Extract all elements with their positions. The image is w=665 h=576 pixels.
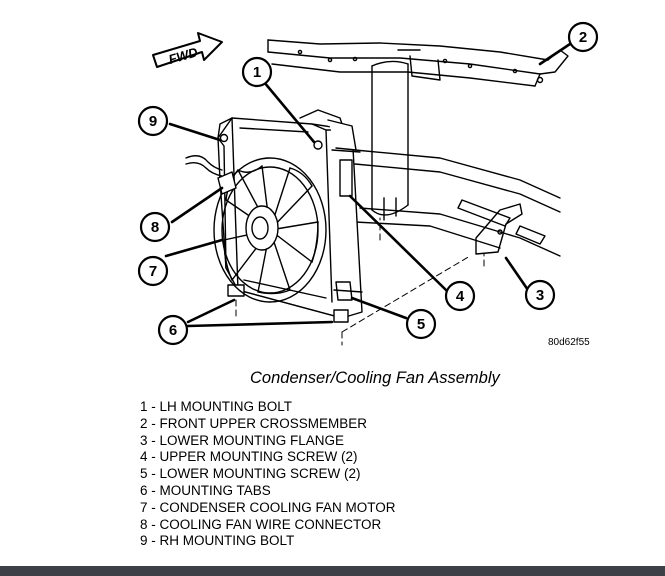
reference-code: 80d62f55: [548, 337, 590, 348]
legend-item: 6 - MOUNTING TABS: [140, 482, 271, 498]
fwd-label: FWD: [167, 44, 200, 67]
lower-mounting-flange: [475, 203, 523, 255]
parts-legend: 1 - LH MOUNTING BOLT 2 - FRONT UPPER CRO…: [140, 399, 396, 550]
svg-text:5: 5: [417, 316, 425, 333]
svg-text:4: 4: [456, 288, 465, 305]
callout-8: 8: [139, 211, 171, 243]
lower-rail: [354, 149, 561, 257]
svg-text:8: 8: [151, 219, 159, 236]
bottom-bar: [0, 566, 665, 576]
callout-4: 4: [444, 280, 476, 312]
svg-text:7: 7: [149, 263, 157, 280]
legend-item: 9 - RH MOUNTING BOLT: [140, 533, 295, 549]
condenser-shroud: [217, 109, 363, 323]
condenser-fan-diagram: FWD: [137, 21, 599, 348]
cooling-fan: [213, 157, 327, 303]
callout-5: 5: [405, 308, 437, 340]
mounting-bolts: [219, 133, 323, 150]
callout-3: 3: [524, 279, 556, 311]
vertical-support: [371, 60, 409, 221]
legend-item: 1 - LH MOUNTING BOLT: [140, 399, 293, 414]
svg-text:1: 1: [253, 64, 261, 81]
upper-crossmember: [267, 39, 569, 87]
legend-item: 5 - LOWER MOUNTING SCREW (2): [140, 466, 361, 482]
callout-2: 2: [567, 21, 599, 53]
fwd-arrow: FWD: [152, 32, 223, 68]
figure-caption: Condenser/Cooling Fan Assembly: [250, 369, 500, 387]
callout-1: 1: [241, 56, 273, 88]
legend-item: 8 - COOLING FAN WIRE CONNECTOR: [140, 516, 382, 532]
svg-text:2: 2: [579, 29, 587, 46]
legend-item: 3 - LOWER MOUNTING FLANGE: [140, 432, 345, 448]
svg-text:6: 6: [169, 322, 177, 339]
svg-text:3: 3: [536, 287, 544, 304]
legend-item: 2 - FRONT UPPER CROSSMEMBER: [140, 415, 368, 431]
callout-7: 7: [137, 255, 169, 287]
reference-lines: [235, 217, 485, 346]
svg-text:9: 9: [149, 113, 157, 130]
callout-6: 6: [157, 314, 189, 346]
legend-item: 4 - UPPER MOUNTING SCREW (2): [140, 449, 358, 465]
legend-item: 7 - CONDENSER COOLING FAN MOTOR: [140, 499, 396, 515]
leader-lines: [164, 42, 572, 328]
callout-9: 9: [137, 105, 169, 137]
